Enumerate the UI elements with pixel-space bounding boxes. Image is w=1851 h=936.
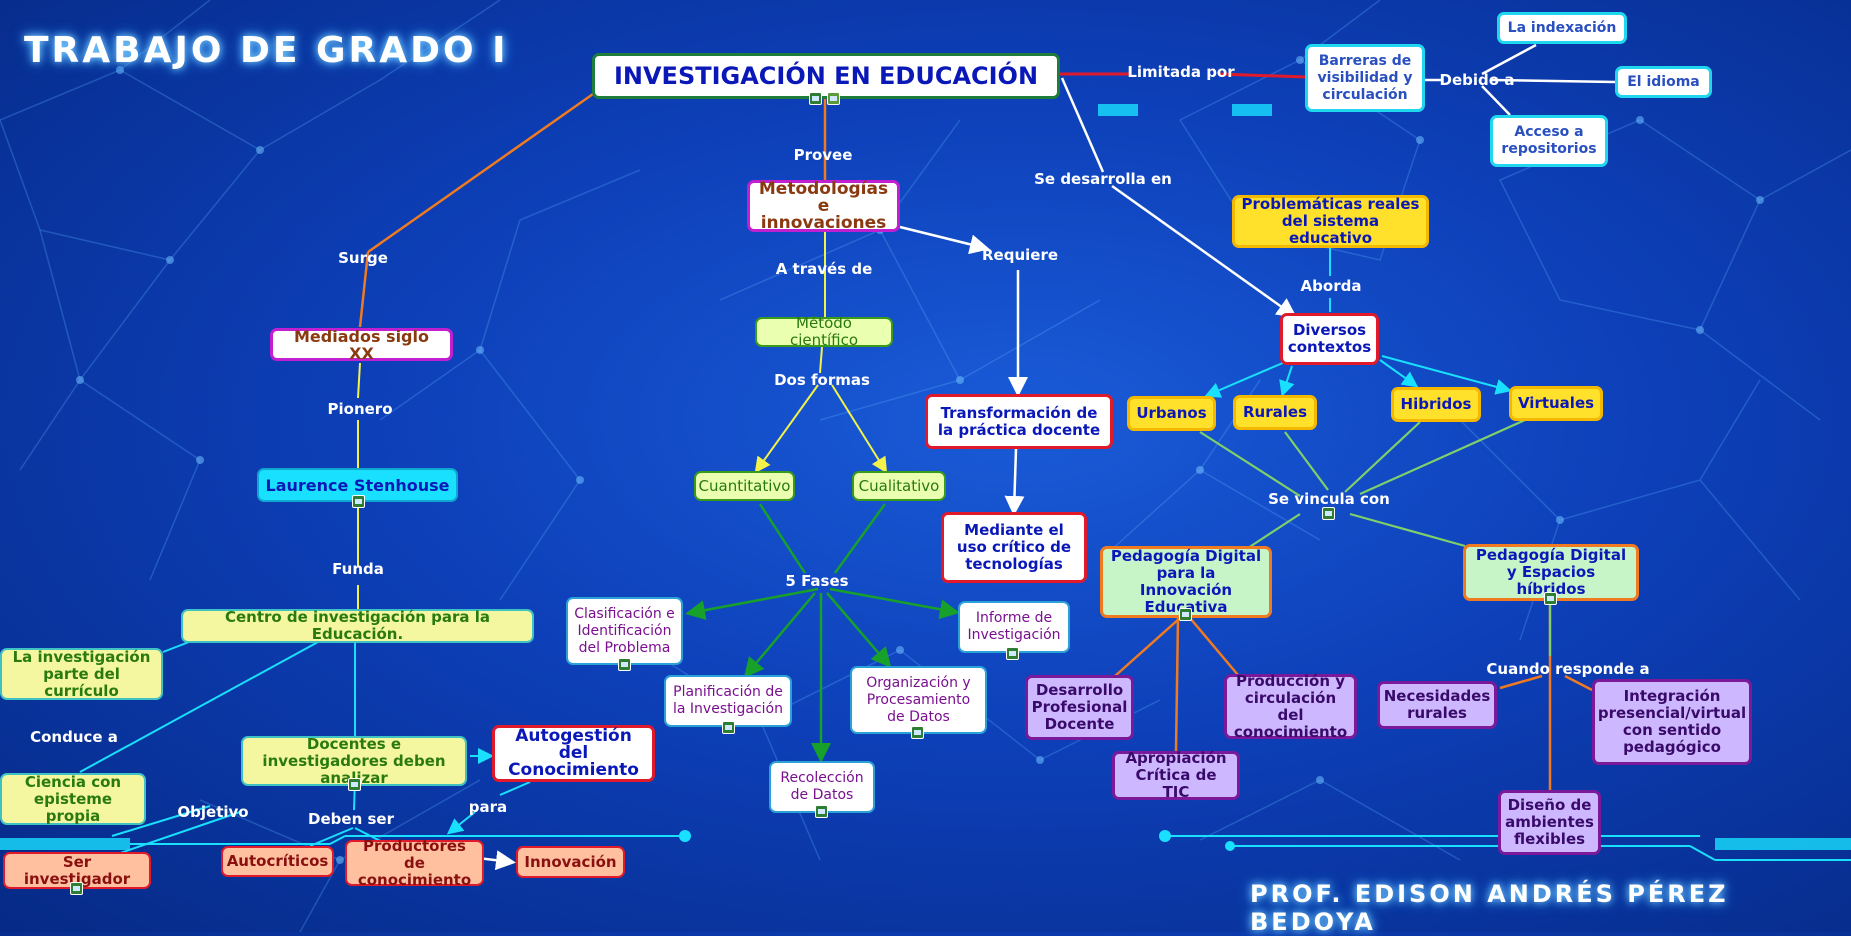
node-organizacion[interactable]: Organización y Procesamiento de Datos	[850, 666, 987, 734]
node-idioma[interactable]: El idioma	[1615, 66, 1712, 98]
image-attachment-icon[interactable]	[815, 805, 828, 818]
node-cuantitativo[interactable]: Cuantitativo	[694, 471, 795, 501]
image-attachment-icon[interactable]	[1322, 507, 1335, 520]
node-autogestion[interactable]: Autogestión del Conocimiento	[492, 725, 655, 782]
node-indexacion[interactable]: La indexación	[1497, 12, 1627, 44]
image-attachment-icon[interactable]	[1544, 592, 1557, 605]
node-diseno-ambientes[interactable]: Diseño de ambientes flexibles	[1498, 790, 1601, 855]
node-necesidades-rurales[interactable]: Necesidades rurales	[1377, 681, 1497, 729]
link-label-provee: Provee	[793, 146, 853, 164]
node-urbanos[interactable]: Urbanos	[1127, 396, 1216, 431]
node-stenhouse[interactable]: Laurence Stenhouse	[257, 468, 458, 502]
node-innovacion[interactable]: Innovación	[516, 846, 625, 878]
link-label-aborda: Aborda	[1300, 277, 1362, 295]
image-attachment-icon[interactable]	[348, 778, 361, 791]
link-label-funda: Funda	[332, 560, 384, 578]
node-pedagogia-hibridos[interactable]: Pedagogía Digital y Espacios híbridos	[1463, 544, 1639, 601]
link-label-dosformas: Dos formas	[774, 371, 870, 389]
node-apropiacion[interactable]: Apropiación Crítica de TIC	[1112, 750, 1240, 801]
node-desarrollo-profesional[interactable]: Desarrollo Profesional Docente	[1025, 675, 1134, 740]
node-transformacion[interactable]: Transformación de la práctica docente	[925, 394, 1113, 449]
node-planificacion[interactable]: Planificación de la Investigación	[664, 675, 792, 727]
node-cualitativo[interactable]: Cualitativo	[852, 471, 946, 501]
node-productores[interactable]: Productores de conocimiento	[345, 837, 484, 888]
node-problematicas[interactable]: Problemáticas reales del sistema educati…	[1232, 195, 1429, 248]
link-label-conduce: Conduce a	[30, 728, 118, 746]
node-rurales[interactable]: Rurales	[1233, 395, 1317, 430]
image-attachment-icon[interactable]	[618, 658, 631, 671]
node-docentes[interactable]: Docentes e investigadores deben analizar	[241, 735, 467, 786]
document-attachment-icon[interactable]	[827, 92, 840, 105]
node-pedagogia-innovacion[interactable]: Pedagogía Digital para la Innovación Edu…	[1100, 546, 1272, 618]
image-attachment-icon[interactable]	[809, 92, 822, 105]
node-clasificacion[interactable]: Clasificación e Identificación del Probl…	[566, 597, 683, 665]
link-label-debido: Debido a	[1439, 71, 1515, 89]
image-attachment-icon[interactable]	[722, 721, 735, 734]
node-metodologias[interactable]: Metodologías e innovaciones	[747, 180, 900, 232]
node-curriculo[interactable]: La investigación parte del currículo	[0, 648, 163, 700]
node-repositorios[interactable]: Acceso a repositorios	[1490, 115, 1608, 167]
node-autocriticos[interactable]: Autocríticos	[221, 846, 334, 877]
author-credit: PROF. EDISON ANDRÉS PÉREZ BEDOYA	[1250, 880, 1729, 936]
image-attachment-icon[interactable]	[70, 882, 83, 895]
link-label-para: para	[468, 798, 508, 816]
node-informe[interactable]: Informe de Investigación	[958, 601, 1070, 653]
link-label-fases: 5 Fases	[785, 572, 849, 590]
node-ciencia[interactable]: Ciencia con episteme propia	[0, 773, 146, 825]
link-label-debenser: Deben ser	[308, 810, 394, 828]
node-centro[interactable]: Centro de investigación para la Educació…	[181, 609, 534, 643]
node-virtuales[interactable]: Virtuales	[1509, 386, 1603, 421]
node-metodo-cientifico[interactable]: Método científico	[755, 315, 893, 349]
node-mediante[interactable]: Mediante el uso crítico de tecnologías	[941, 512, 1087, 583]
node-diversos-contextos[interactable]: Diversos contextos	[1280, 313, 1379, 365]
link-label-limitada: Limitada por	[1127, 63, 1235, 81]
node-hibridos[interactable]: Hibridos	[1391, 387, 1481, 422]
node-investigacion-educacion[interactable]: INVESTIGACIÓN EN EDUCACIÓN	[592, 53, 1060, 99]
link-label-atraves: A través de	[775, 260, 873, 278]
map-title: TRABAJO DE GRADO I	[24, 30, 509, 71]
link-label-requiere: Requiere	[981, 246, 1059, 264]
image-attachment-icon[interactable]	[1179, 608, 1192, 621]
node-integracion[interactable]: Integración presencial/virtual con senti…	[1592, 679, 1752, 765]
image-attachment-icon[interactable]	[352, 495, 365, 508]
node-recoleccion[interactable]: Recolección de Datos	[769, 761, 875, 813]
image-attachment-icon[interactable]	[1006, 647, 1019, 660]
link-label-cuando: Cuando responde a	[1486, 660, 1650, 678]
link-label-vincula: Se vincula con	[1268, 490, 1390, 508]
link-label-surge: Surge	[338, 249, 388, 267]
node-barreras[interactable]: Barreras de visibilidad y circulación	[1305, 44, 1425, 112]
image-attachment-icon[interactable]	[911, 726, 924, 739]
link-label-desarrolla: Se desarrolla en	[1034, 170, 1172, 188]
node-mediados-siglo[interactable]: Mediados siglo XX	[270, 328, 453, 362]
node-produccion[interactable]: Producción y circulación del conocimient…	[1224, 672, 1357, 740]
link-label-pionero: Pionero	[327, 400, 393, 418]
link-label-objetivo: Objetivo	[177, 803, 249, 821]
